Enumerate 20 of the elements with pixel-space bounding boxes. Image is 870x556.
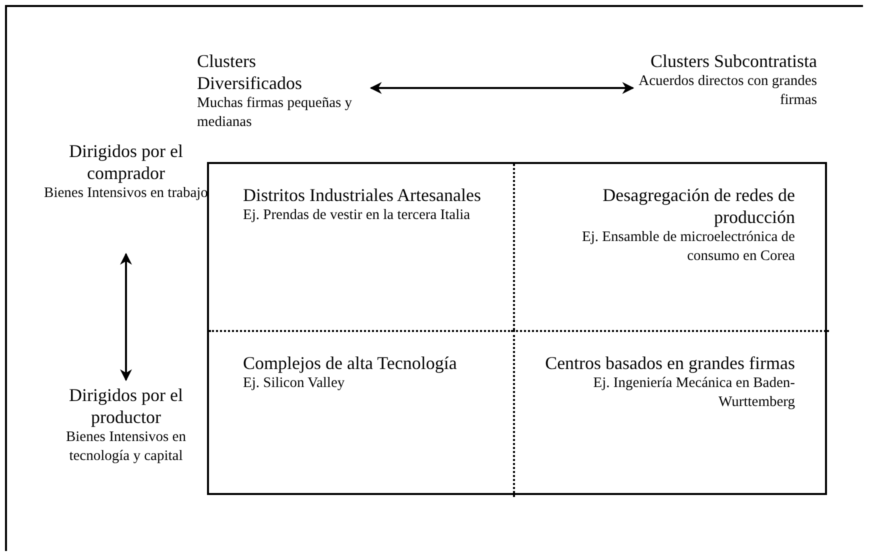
description-text: Bienes Intensivos en tecnología y capital [64, 428, 187, 466]
heading-text: Dirigidos por el comprador [68, 140, 184, 184]
quadrant-cell [513, 330, 829, 497]
description-text: Acuerdos directos con grandes firmas [638, 72, 817, 110]
heading-text: Complejos de alta Tecnología [243, 352, 458, 374]
description-text: Ej. Ingeniería Mecánica en Baden- Wurttemberg [592, 374, 795, 412]
description-text: Muchas firmas pequeñas y medianas [197, 94, 354, 132]
heading-text: Desagregación de redes de producción [602, 184, 795, 228]
heading-text: Centros basados en grandes firmas [544, 352, 795, 374]
matrix-box [207, 162, 827, 495]
double-arrow [370, 82, 634, 94]
description-text: Bienes Intensivos en trabajo [43, 184, 209, 203]
heading-text: Clusters Diversificados [197, 50, 303, 94]
description-text: Ej. Ensamble de microelectrónica de consumo en Corea [581, 228, 795, 266]
double-arrow [120, 252, 132, 382]
heading-text: Clusters Subcontratista [650, 50, 817, 72]
heading-text: Dirigidos por el productor [68, 384, 184, 428]
heading-text: Distritos Industriales Artesanales [243, 184, 482, 206]
description-text: Ej. Silicon Valley [243, 374, 346, 393]
description-text: Ej. Prendas de vestir en la tercera Italia [243, 206, 472, 225]
